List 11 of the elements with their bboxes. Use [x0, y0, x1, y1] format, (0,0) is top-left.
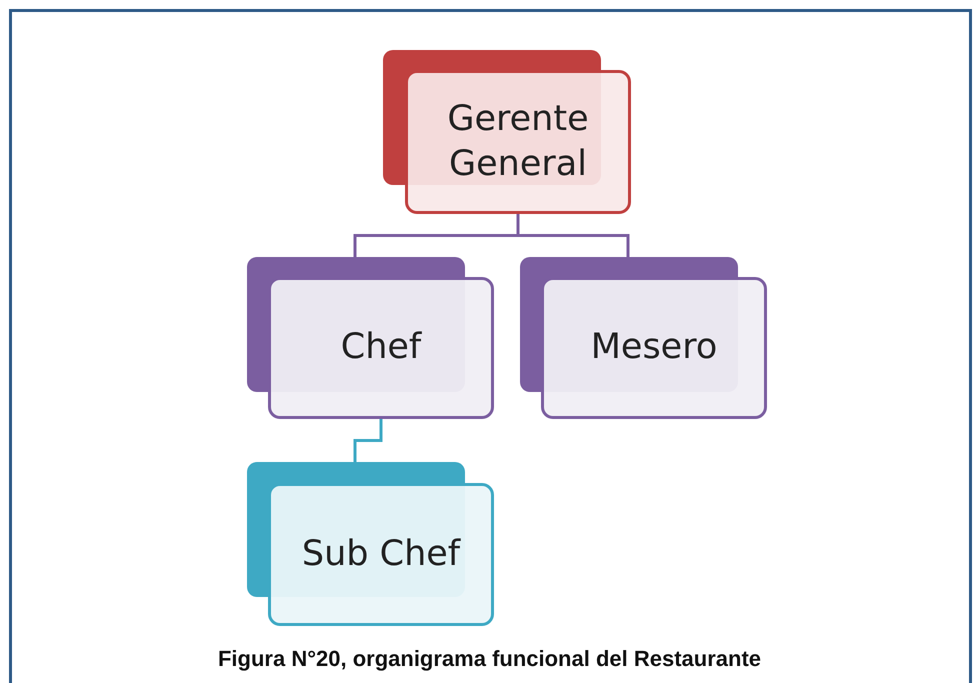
figure-caption: Figura N°20, organigrama funcional del Restaurante [216, 646, 762, 672]
role-label: Sub Chef [302, 532, 460, 576]
org-chart-box [247, 257, 494, 419]
connector-line [516, 214, 630, 257]
org-chart-box [520, 257, 767, 419]
role-label: Gerente General [446, 98, 590, 186]
org-chart-box [247, 462, 494, 626]
role-label: Mesero [590, 326, 718, 370]
connector-line [354, 419, 382, 462]
role-label: Chef [340, 326, 422, 370]
org-chart-box [383, 50, 631, 214]
